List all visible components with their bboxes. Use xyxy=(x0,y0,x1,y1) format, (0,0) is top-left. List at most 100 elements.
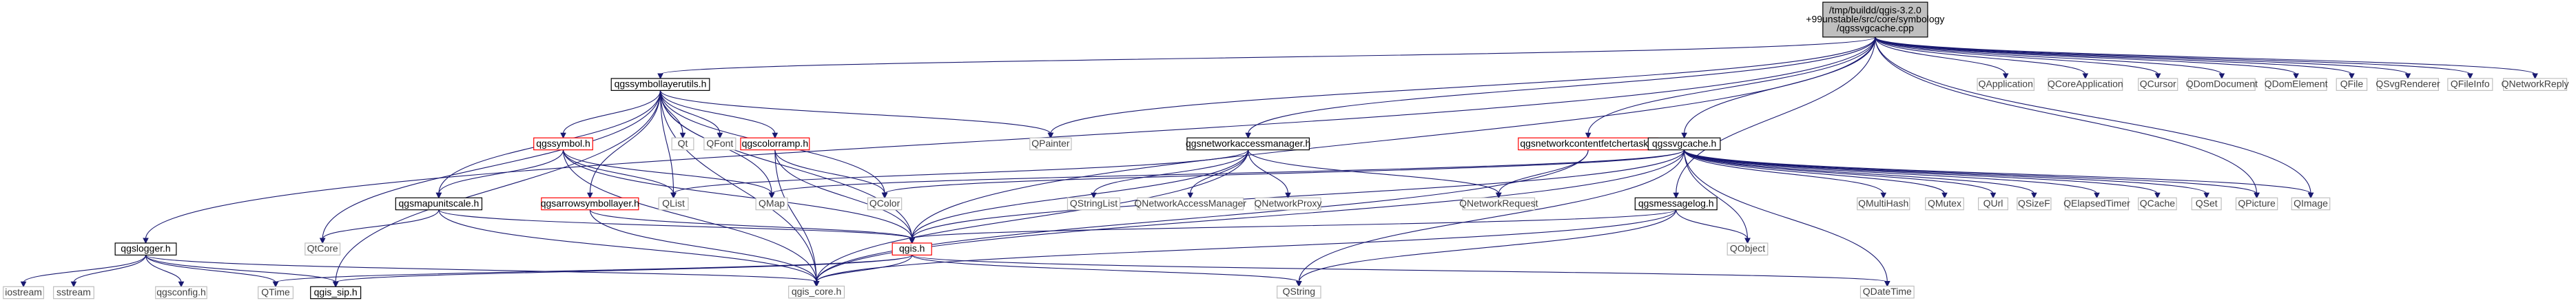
graph-node-qimage: QImage xyxy=(2291,197,2331,211)
node-box xyxy=(1462,197,1536,211)
edge-arrowhead xyxy=(272,281,279,288)
node-label: QColor xyxy=(869,198,900,209)
edge-line xyxy=(659,90,721,134)
edge-line xyxy=(911,36,1876,239)
edge-arrowhead xyxy=(70,281,77,288)
edge-arrowhead xyxy=(1296,280,1302,287)
graph-node-qgssymbollayerutils[interactable]: qgssymbollayerutils.h xyxy=(610,78,710,91)
node-box xyxy=(2138,78,2178,91)
edge-line xyxy=(1684,36,1876,134)
edge-qgssymbollayerutils-to-qgssymbol xyxy=(560,90,661,139)
graph-node-qtime: QTime xyxy=(258,286,293,300)
edge-arrowhead xyxy=(772,132,779,139)
node-label: QUrl xyxy=(1983,198,2003,209)
graph-node-qgslogger[interactable]: qgslogger.h xyxy=(114,242,177,255)
graph-node-qgis-core: qgis_core.h xyxy=(788,285,845,299)
graph-node-qgsarrowsymbollayer[interactable]: qgsarrowsymbollayer.h xyxy=(541,197,639,211)
edge-qgsmessagelog-to-qobject xyxy=(1676,209,1751,244)
node-label: QElapsedTimer xyxy=(2063,198,2130,209)
edge-line xyxy=(659,90,674,194)
graph-node-qgsmapunitscale[interactable]: qgsmapunitscale.h xyxy=(395,197,483,211)
edge-arrowhead xyxy=(813,280,820,287)
graph-node-qnetworkaccessmanager: QNetworkAccessManager xyxy=(1134,197,1246,211)
edge-line xyxy=(322,90,661,239)
edge-arrowhead xyxy=(2254,192,2260,199)
edge-line xyxy=(1684,149,2158,194)
edge-arrowhead xyxy=(435,192,442,199)
node-label: QNetworkProxy xyxy=(1254,198,1321,209)
node-box xyxy=(3,286,44,300)
edge-arrowhead xyxy=(319,238,326,244)
edge-line xyxy=(562,149,674,194)
edge-arrowhead xyxy=(657,73,663,80)
node-box xyxy=(2291,197,2331,211)
graph-node-qgsnetworkaccessmanager[interactable]: qgsnetworkaccessmanager.h xyxy=(1186,137,1310,151)
edge-line xyxy=(911,149,1249,239)
edge-arrowhead xyxy=(560,132,566,139)
edge-line xyxy=(1684,149,1884,194)
edge-arrowhead xyxy=(1495,192,1502,199)
graph-node-root[interactable]: /tmp/buildd/qgis-3.2.0+99unstable/src/co… xyxy=(1806,1,1944,38)
edge-arrowhead xyxy=(178,281,185,288)
graph-node-qt: Qt xyxy=(671,137,694,151)
edge-line xyxy=(1684,149,1946,194)
graph-node-qdomdocument: QDomDocument xyxy=(2186,78,2258,91)
edge-line xyxy=(145,255,276,283)
graph-node-qgssvgcache[interactable]: qgssvgcache.h xyxy=(1647,137,1721,151)
edge-qgslogger-to-iostream xyxy=(20,255,147,288)
graph-node-qgis-sip[interactable]: qgis_sip.h xyxy=(310,286,362,300)
edge-line xyxy=(1875,36,2297,75)
edge-arrowhead xyxy=(1990,192,1997,199)
edge-arrowhead xyxy=(909,238,916,244)
edge-line xyxy=(884,149,1685,194)
node-label: QCache xyxy=(2140,198,2176,209)
graph-node-qgis[interactable]: qgis.h xyxy=(892,242,932,255)
node-box xyxy=(867,197,903,211)
node-box xyxy=(1137,197,1244,211)
node-box xyxy=(1925,197,1964,211)
node-box xyxy=(2235,197,2278,211)
graph-node-qgscolorramp[interactable]: qgscolorramp.h xyxy=(740,137,810,151)
edge-arrowhead xyxy=(1744,238,1751,244)
graph-node-qgssymbol[interactable]: qgssymbol.h xyxy=(533,137,593,151)
node-box xyxy=(1822,1,1928,38)
graph-node-qfileinfo: QFileInfo xyxy=(2447,78,2493,91)
edge-line xyxy=(1248,149,1499,194)
edge-arrowhead xyxy=(2349,73,2355,80)
edge-line xyxy=(1684,149,1749,239)
edge-line xyxy=(1298,149,1685,282)
edge-arrowhead xyxy=(1585,132,1591,139)
node-label: qgis.h xyxy=(899,243,925,254)
edge-qgsmessagelog-to-qgis_core xyxy=(813,209,1677,287)
edge-line xyxy=(816,149,1685,282)
edge-root-to-qpainter xyxy=(1047,36,1876,139)
edge-line xyxy=(145,254,817,282)
edge-arrowhead xyxy=(1673,192,1680,199)
node-label: QDomDocument xyxy=(2186,79,2258,90)
node-label: QPicture xyxy=(2238,198,2276,209)
edge-line xyxy=(659,90,776,134)
edge-line xyxy=(1875,36,2311,194)
node-label: qgsconfig.h xyxy=(156,286,206,297)
edge-qgslogger-to-sstream xyxy=(70,255,147,288)
edge-qgsmapunitscale-to-qgis xyxy=(438,209,916,244)
node-label: QCursor xyxy=(2140,79,2176,90)
node-label: /tmp/buildd/qgis-3.2.0 xyxy=(1829,4,1921,15)
graph-node-qgsmessagelog[interactable]: qgsmessagelog.h xyxy=(1634,197,1718,211)
node-box xyxy=(755,197,788,211)
edge-qgsnetworkaccessmanager-to-qnetworkproxy xyxy=(1248,149,1291,199)
edge-line xyxy=(911,149,1685,240)
edge-root-to-qgssymbollayerutils xyxy=(657,36,1876,80)
node-box xyxy=(2336,78,2368,91)
edge-line xyxy=(911,254,1299,282)
graph-node-qmutex: QMutex xyxy=(1925,197,1964,211)
graph-node-qpicture: QPicture xyxy=(2235,197,2278,211)
node-box xyxy=(2447,78,2493,91)
node-box xyxy=(788,285,845,299)
graph-node-qapplication: QApplication xyxy=(1977,78,2034,91)
graph-node-qdomelement: QDomElement xyxy=(2265,78,2328,91)
node-label: QImage xyxy=(2294,198,2328,209)
graph-node-qgsnetworkcontentfetchertask[interactable]: qgsnetworkcontentfetchertask.h xyxy=(1518,137,1659,151)
graph-node-qfile: QFile xyxy=(2336,78,2368,91)
